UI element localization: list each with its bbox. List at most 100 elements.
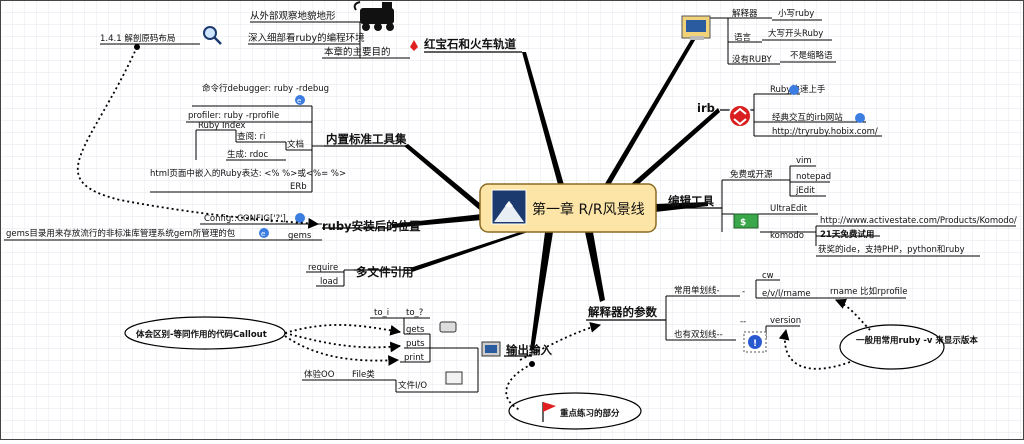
magnifier-icon	[203, 26, 222, 45]
ie-icon-classic	[855, 113, 865, 123]
io-gets: gets	[406, 325, 425, 335]
params-dash: -	[742, 287, 745, 297]
params-evilrname: e/v/l/rname	[762, 289, 811, 299]
folder-icon-io	[445, 371, 463, 385]
install-gems-desc: gems目录用来存放流行的非标准库管理系统gem所管理的包	[6, 228, 236, 239]
spoke-ruby-rails	[522, 52, 566, 192]
params-rname-note: rname 比如rprofile	[830, 286, 908, 297]
red-flag-icon	[542, 402, 556, 422]
io-to-q: to_?	[406, 308, 423, 318]
multi-load: load	[320, 277, 338, 287]
ruby-layout: 1.4.1 解剖原码布局	[100, 33, 175, 44]
interp-no-ruby: 没有RUBY	[732, 54, 772, 65]
computer-icon-top	[681, 15, 711, 40]
ruby-outside: 从外部观察地貌地形	[250, 10, 336, 22]
version-note-text: 一般用常用ruby -v 来显示版本	[856, 335, 978, 346]
params-cw: cw	[762, 271, 774, 281]
spoke-params	[585, 232, 605, 302]
editor-komodo-url: http://www.activestate.com/Products/Komo…	[820, 216, 1017, 226]
locomotive-icon	[353, 1, 394, 31]
money-icon: $	[733, 213, 759, 229]
ie-icon-config	[295, 213, 305, 223]
topic-install: ruby安装后的位置	[322, 219, 421, 233]
center-title: 第一章 R/R风景线	[532, 201, 645, 218]
interp-big: 大写开头Ruby	[768, 28, 823, 39]
io-print: print	[404, 353, 425, 363]
topic-editor: 编辑工具	[668, 194, 714, 208]
params-ddash: --	[740, 317, 746, 327]
topic-builtin: 内置标准工具集	[326, 132, 407, 146]
ie-icon-debugger: e	[295, 95, 305, 105]
branch-irb: irb Ruby快速上手 经典交互的irb网站 http://tryruby.h…	[697, 84, 882, 137]
ruby-purpose: 本章的主要目的	[324, 46, 391, 58]
ruby-gem-icon	[410, 40, 418, 51]
svg-text:!: !	[753, 339, 757, 349]
params-double: 也有双划线--	[674, 329, 723, 340]
editor-award: 获奖的ide，支持PHP，python和ruby	[818, 244, 965, 255]
spoke-irb	[622, 108, 720, 192]
svg-text:$: $	[740, 218, 746, 228]
builtin-ri-name: Ruby Index	[198, 121, 245, 131]
interp-lang: 语言	[734, 32, 752, 43]
branch-editor: 编辑工具 免费或开源 vim notepad jEdit UltraEdit k…	[660, 156, 1017, 257]
branch-interpreter: 解释器 小写ruby 语言 大写开头Ruby 没有RUBY 不是缩略语	[681, 8, 836, 65]
editor-trial: 21天免费试用	[820, 229, 874, 240]
editor-vim: vim	[796, 156, 812, 166]
computer-icon-io	[481, 341, 501, 357]
spoke-builtin	[404, 144, 482, 212]
topic-io: 输出输入	[506, 343, 552, 357]
center-node[interactable]: 第一章 R/R风景线	[479, 183, 657, 233]
svg-text:e: e	[297, 97, 301, 105]
topic-ruby-rails: 红宝石和火车轨道	[424, 37, 516, 51]
practice-bubble[interactable]: 重点练习的部分	[505, 322, 642, 430]
multi-require: require	[308, 263, 338, 273]
io-file-class: File类	[352, 369, 375, 380]
builtin-ri: 查阅: ri	[237, 131, 265, 142]
spoke-io	[530, 232, 553, 350]
red-arrows-icon	[728, 104, 752, 128]
builtin-erb-desc: html页面中嵌入的Ruby表达: <% %>或<%= %>	[150, 168, 346, 179]
params-version: version	[770, 316, 801, 326]
branch-params: 解释器的参数 常用单划线- - cw e/v/l/rname rname 比如r…	[586, 271, 908, 353]
version-note-bubble[interactable]: 一般用常用ruby -v 来显示版本	[778, 298, 978, 370]
ruby-inside: 深入细部看ruby的编程环境	[248, 32, 365, 44]
interp-label: 解释器	[732, 8, 758, 19]
branch-install: ruby安装后的位置 Config::CONFIG['?'] gems gems…	[4, 213, 421, 241]
callout-text: 体会区别-等同作用的代码Callout	[136, 329, 267, 340]
ie-icon-gems: e	[259, 228, 269, 238]
editor-free: 免费或开源	[730, 169, 773, 180]
info-icon: !	[743, 331, 767, 353]
topic-irb: irb	[697, 101, 715, 115]
mountain-shape	[494, 201, 524, 222]
keyboard-icon-io	[439, 321, 457, 333]
branch-multi: 多文件引用 require load	[306, 263, 414, 287]
io-file-io: 文件I/O	[398, 380, 427, 391]
branch-ruby-rails: 红宝石和火车轨道 本章的主要目的 从外部观察地貌地形 深入细部看ruby的编程环…	[100, 1, 522, 59]
branch-io: 输出输入 gets puts print to_i to_? 文件I/O Fil…	[302, 308, 552, 393]
interp-not-abbr: 不是缩略语	[790, 50, 833, 61]
io-to-i: to_i	[374, 308, 389, 318]
install-gems: gems	[288, 231, 312, 241]
callout-bubble[interactable]: 体会区别-等同作用的代码Callout	[124, 316, 402, 366]
irb-url: http://tryruby.hobix.com/	[772, 127, 878, 137]
topic-params: 解释器的参数	[588, 305, 657, 319]
svg-text:e: e	[261, 230, 265, 238]
ie-icon-quickstart	[789, 85, 799, 95]
editor-komodo: komodo	[770, 231, 804, 241]
editor-jedit: jEdit	[795, 186, 815, 196]
branch-builtin: 内置标准工具集 命令行debugger: ruby -rdebug e prof…	[150, 83, 408, 193]
spoke-editor	[655, 202, 708, 212]
irb-classic: 经典交互的irb网站	[772, 112, 843, 123]
spoke-interpreter	[600, 16, 708, 192]
spoke-install	[392, 214, 482, 228]
builtin-erb: ERb	[290, 182, 307, 192]
interp-small: 小写ruby	[778, 8, 814, 19]
params-single: 常用单划线-	[674, 285, 720, 296]
builtin-rdoc: 生成: rdoc	[227, 149, 269, 160]
io-oo: 体验OO	[304, 369, 335, 380]
practice-text: 重点练习的部分	[560, 408, 620, 419]
io-puts: puts	[406, 339, 425, 349]
editor-ultraedit: UltraEdit	[770, 204, 808, 214]
